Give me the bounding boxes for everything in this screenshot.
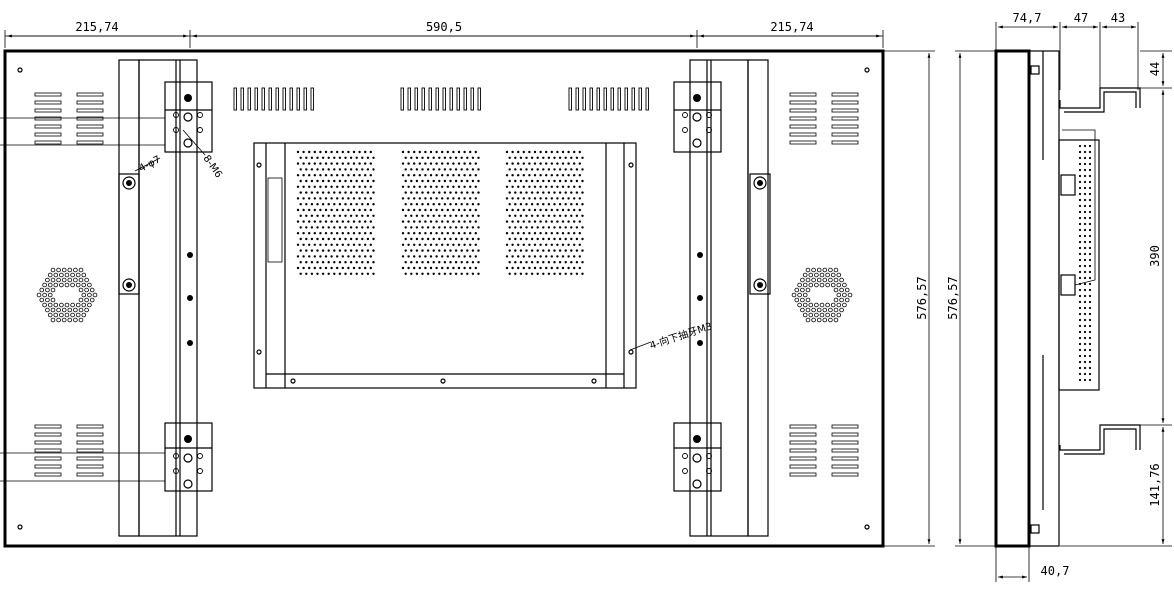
bracket-screw-holes [173, 94, 712, 489]
dim-front-height: 576,57 [915, 276, 929, 319]
dim-left-width: 215,74 [75, 20, 118, 34]
dim-depth-total: 74,7 [1013, 11, 1042, 25]
callout-thread-note: 4-向下抽牙M3 [629, 319, 714, 352]
vent-slots-right-top [789, 92, 859, 145]
speaker-grille-right [791, 267, 853, 323]
dim-bracket-depth: 47 [1074, 11, 1088, 25]
side-vent-hole-grid [1078, 144, 1092, 382]
dim-hole-spacing: 390 [1148, 245, 1162, 267]
hanging-hook-top [1059, 87, 1141, 286]
dim-right-width: 215,74 [770, 20, 813, 34]
hole-note-text: 4-φ7 [137, 154, 162, 174]
top-vent-slots [233, 87, 649, 111]
mounting-rail-left [118, 59, 198, 537]
dim-bracket-offset: 43 [1111, 11, 1125, 25]
bracket-left-top [164, 81, 213, 153]
thread-note-text: 4-向下抽牙M3 [648, 319, 714, 351]
side-height-dimension [955, 50, 996, 547]
front-height-dimension [883, 50, 935, 547]
dim-bottom-offset: 141,76 [1148, 463, 1162, 506]
dim-top-offset: 44 [1148, 62, 1162, 76]
callout-screw-note: 8-M6 [182, 129, 224, 180]
corner-holes [17, 67, 870, 530]
front-view: 215,74 590,5 215,74 [0, 20, 935, 548]
bracket-left-bottom [164, 422, 213, 492]
panel-outline [3, 49, 885, 548]
vent-slots-left-top [34, 92, 104, 145]
side-panel-body [994, 49, 1100, 548]
side-right-dimensions [1060, 50, 1172, 547]
top-dimension-line [4, 30, 884, 48]
side-top-dimensions [995, 22, 1139, 90]
vent-slots-left-bottom [34, 424, 104, 477]
side-view: 576,57 74,7 47 43 [946, 11, 1172, 582]
dim-center-width: 590,5 [426, 20, 462, 34]
central-mount-plate [253, 142, 637, 389]
dim-panel-depth: 40,7 [1041, 564, 1070, 578]
bracket-right-bottom [673, 422, 722, 492]
plate-vent-hole-grids [296, 150, 584, 275]
bracket-right-top [673, 81, 722, 153]
speaker-grille-left [36, 267, 98, 323]
dim-side-height: 576,57 [946, 276, 960, 319]
vent-slots-right-bottom [789, 424, 859, 477]
side-bottom-dimension [995, 546, 1030, 582]
hanging-hook-bottom [1059, 424, 1141, 455]
screw-note-text: 8-M6 [201, 153, 224, 180]
